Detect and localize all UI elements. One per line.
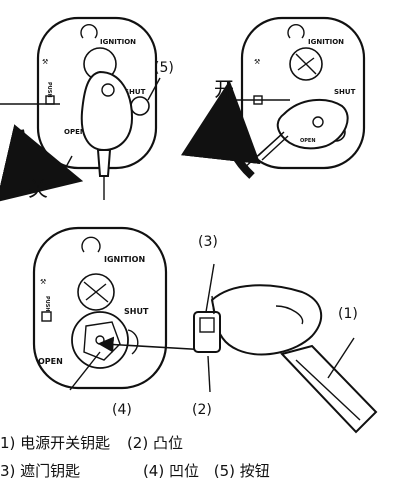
svg-text:PUSH: PUSH xyxy=(46,82,52,98)
callout-4: (4) xyxy=(112,402,132,418)
callout-5: (5) xyxy=(154,60,174,76)
svg-text:OPEN: OPEN xyxy=(300,138,316,144)
svg-text:SHUT: SHUT xyxy=(334,88,356,96)
legend-row-1: 1) 电源开关钥匙 (2) 凸位 xyxy=(0,432,183,453)
direction-open: 开 xyxy=(214,77,234,101)
tool-icon: ⚒ xyxy=(40,278,46,286)
svg-text:IGNITION: IGNITION xyxy=(100,38,136,46)
tool-icon: ⚒ xyxy=(42,58,48,66)
legend-power-key: 1) 电源开关钥匙 xyxy=(0,434,110,452)
callout-1: (1) xyxy=(338,306,358,322)
legend-button: (5) 按钮 xyxy=(214,462,270,480)
svg-text:OPEN: OPEN xyxy=(38,357,63,366)
svg-text:PUSH: PUSH xyxy=(44,296,50,312)
svg-text:SHUT: SHUT xyxy=(124,307,149,316)
push-button xyxy=(131,97,149,115)
svg-text:IGNITION: IGNITION xyxy=(104,255,145,264)
ignition-panel-bottom: IGNITION ⚒ PUSH SHUT OPEN xyxy=(34,228,208,390)
ignition-panel-right: IGNITION ⚒ SHUT OPEN xyxy=(220,18,364,176)
legend-recess: (4) 凹位 xyxy=(143,462,199,480)
legend-shutter-key: 3) 遮门钥匙 xyxy=(0,462,80,480)
ignition-panel-left: IGNITION ⚒ SHUT OPEN PUSH xyxy=(0,18,160,200)
legend-row-2: 3) 遮门钥匙 (4) 凹位 (5) 按钮 xyxy=(0,460,270,481)
tool-icon: ⚒ xyxy=(254,58,260,66)
direction-close: 关 xyxy=(28,177,48,201)
legend-protrusion: (2) 凸位 xyxy=(127,434,183,452)
key-shutter xyxy=(72,312,128,368)
callout-2: (2) xyxy=(192,402,212,418)
callout-3: (3) xyxy=(198,234,218,250)
svg-text:IGNITION: IGNITION xyxy=(308,38,344,46)
